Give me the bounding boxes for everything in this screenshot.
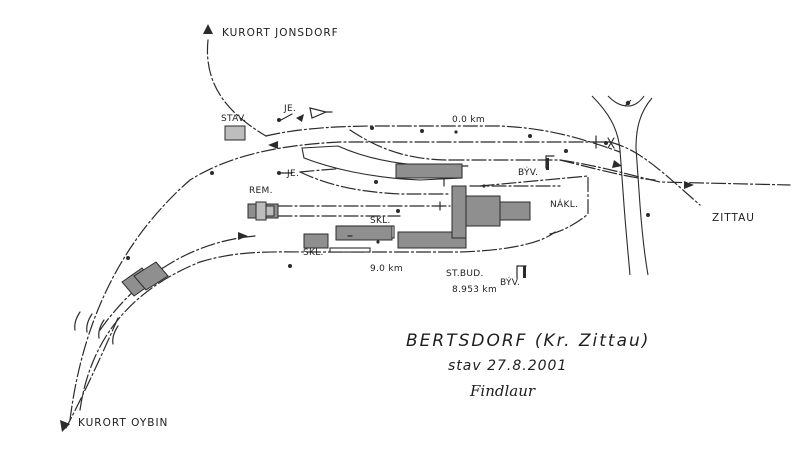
station-building-upper xyxy=(395,163,463,179)
label-je-mid: JE. xyxy=(286,169,299,179)
buildings xyxy=(121,125,531,297)
signal-box-stav xyxy=(224,125,246,141)
road xyxy=(591,95,653,276)
main-tracks xyxy=(60,114,791,432)
warehouse-skl-low xyxy=(303,233,329,249)
label-stav: STAV. xyxy=(221,114,246,124)
author-signature: Findlaur xyxy=(469,382,536,400)
diagram-state-date: stav 27.8.2001 xyxy=(448,358,567,374)
rail-marks xyxy=(74,311,119,345)
label-km-top: 0.0 km xyxy=(452,115,485,125)
label-skl-low: SKL. xyxy=(303,248,324,258)
station-building-wing xyxy=(451,185,467,239)
track-to-jonsdorf xyxy=(203,24,267,137)
label-byv-low: BÝV. xyxy=(500,276,520,288)
label-km-station: 8.953 km xyxy=(452,285,497,295)
markers xyxy=(347,137,615,278)
station-building-main xyxy=(397,231,467,249)
label-zittau: ZITTAU xyxy=(712,212,755,224)
label-nakl: NÁKL. xyxy=(550,198,578,210)
label-st-bud: ST.BUD. xyxy=(446,269,484,279)
label-kurort-jonsdorf: KURORT JONSDORF xyxy=(222,27,339,39)
label-kurort-oybin: KURORT OYBIN xyxy=(78,417,168,429)
label-je-top: JE. xyxy=(283,104,296,114)
label-skl-mid: SKL. xyxy=(370,216,391,226)
label-km-low: 9.0 km xyxy=(370,264,403,274)
warehouse-skl-mid xyxy=(335,225,393,241)
diagram-title: BERTSDORF (Kr. Zittau) xyxy=(406,331,650,351)
label-rem: REM. xyxy=(249,186,273,196)
label-byv-top: BÝV. xyxy=(518,166,538,178)
